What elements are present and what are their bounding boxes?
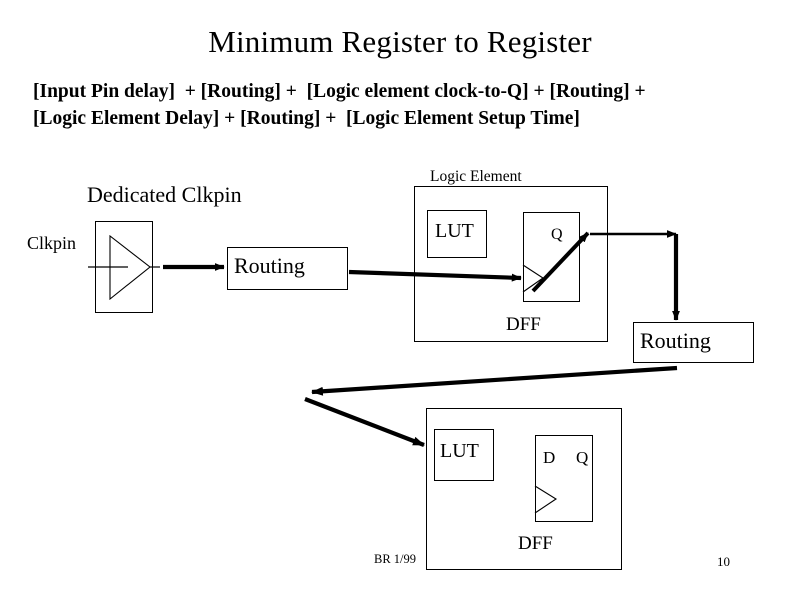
label-dedicated-clkpin: Dedicated Clkpin: [87, 182, 242, 207]
label-routing-left: Routing: [234, 253, 305, 278]
label-logic-element: Logic Element: [430, 168, 522, 185]
label-q-bottom: Q: [576, 448, 589, 467]
lut-top-box: [427, 210, 487, 258]
label-lut-top: LUT: [435, 220, 474, 242]
logic-element-top-box: [414, 186, 608, 342]
arrow-to-bottom-lut: [304, 397, 425, 447]
arrow-routing-right-to-left: [311, 365, 678, 396]
formula-line-2: [Logic Element Delay] + [Routing] + [Log…: [33, 108, 580, 129]
logic-element-bottom-box: [426, 408, 622, 570]
label-d-bottom: D: [543, 448, 556, 467]
label-dff-top: DFF: [506, 314, 541, 335]
routing-left-box: [227, 247, 348, 290]
lut-bottom-box: [434, 429, 494, 481]
page-number: 10: [717, 554, 730, 569]
clkpin-buffer-box: [95, 221, 153, 313]
formula-line-1: [Input Pin delay] + [Routing] + [Logic e…: [33, 81, 646, 102]
page-title: Minimum Register to Register: [208, 24, 592, 59]
label-dff-bottom: DFF: [518, 533, 553, 554]
label-q-top: Q: [551, 226, 563, 243]
routing-right-box: [633, 322, 754, 363]
label-clkpin-input: Clkpin: [27, 233, 77, 253]
label-routing-right: Routing: [640, 328, 711, 353]
footer-credit: BR 1/99: [374, 552, 417, 566]
dff-bottom-box: [535, 435, 593, 522]
label-lut-bottom: LUT: [440, 440, 479, 462]
